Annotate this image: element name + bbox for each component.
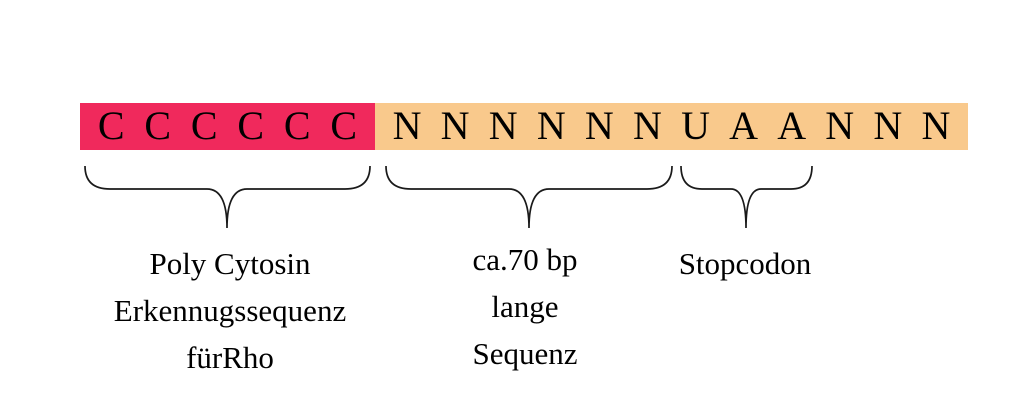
sequence-letter: N — [392, 102, 422, 148]
brace-stopcodon — [680, 165, 813, 229]
sequence-letter: U — [681, 102, 710, 148]
label-poly-cytosin-line1: Poly Cytosin — [149, 246, 311, 281]
label-sequence-length-line1: ca.70 bp — [472, 242, 578, 277]
sequence-letter: N — [440, 102, 470, 148]
sequence-letter: N — [825, 102, 855, 148]
sequence-letter: C — [97, 102, 125, 148]
sequence-letter: C — [190, 102, 218, 148]
sequence-letter: C — [237, 102, 265, 148]
label-poly-cytosin: Poly Cytosin Erkennugssequenz fürRho — [60, 240, 400, 381]
label-sequence-length: ca.70 bp lange Sequenz — [400, 236, 650, 377]
label-poly-cytosin-line2: Erkennugssequenz — [113, 293, 347, 328]
label-stopcodon-line1: Stopcodon — [678, 246, 812, 281]
sequence-letter: N — [921, 102, 951, 148]
sequence-letter: A — [729, 102, 759, 148]
sequence-letter: C — [330, 102, 358, 148]
sequence-letter: N — [536, 102, 566, 148]
sequence-letter: N — [584, 102, 614, 148]
label-sequence-length-line3: Sequenz — [472, 336, 578, 371]
sequence-letter: N — [632, 102, 662, 148]
sequence-letter: C — [283, 102, 311, 148]
sequence-letter: N — [873, 102, 903, 148]
label-stopcodon: Stopcodon — [630, 240, 860, 287]
sequence-letter: N — [488, 102, 518, 148]
brace-sequence — [385, 165, 673, 229]
label-poly-cytosin-line3: fürRho — [186, 340, 274, 375]
brace-poly-cytosin — [84, 165, 371, 229]
sequence-letter: C — [144, 102, 172, 148]
sequence-letter: A — [777, 102, 807, 148]
label-sequence-length-line2: lange — [491, 289, 559, 324]
